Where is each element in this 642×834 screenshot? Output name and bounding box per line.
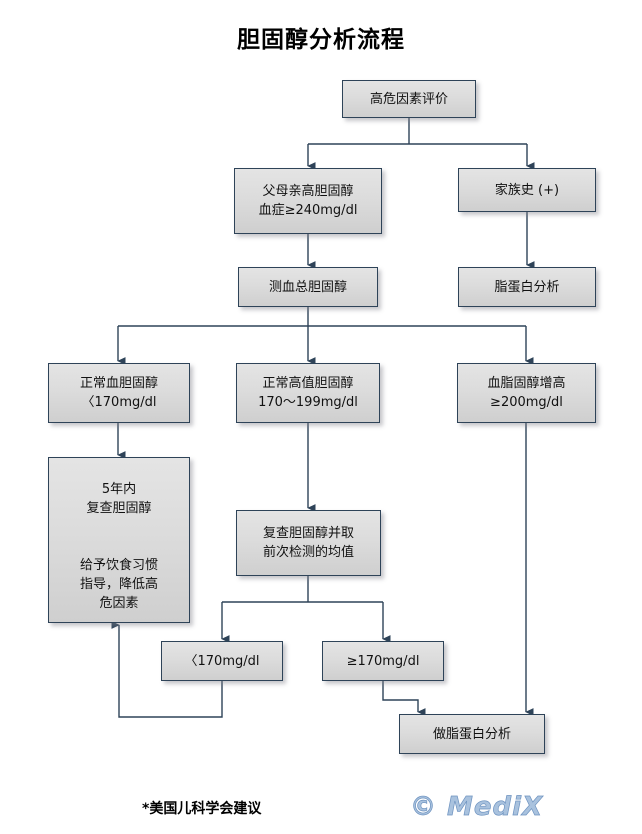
node-family-history-positive[interactable]: 家族史 (+) [458,168,596,212]
page-title: 胆固醇分析流程 [237,27,405,53]
edge-ge170-to-lipo2 [382,681,426,716]
node-result-at-or-above-170[interactable]: ≥170mg/dl [322,641,444,681]
node-perform-lipoprotein-analysis[interactable]: 做脂蛋白分析 [399,714,545,754]
node-risk-assessment[interactable]: 高危因素评价 [342,80,476,118]
node-high-cholesterol[interactable]: 血脂固醇增高 ≥200mg/dl [457,363,596,423]
node-parental-hypercholesterolemia[interactable]: 父母亲高胆固醇 血症≥240mg/dl [234,168,382,234]
node-result-below-170[interactable]: 〈170mg/dl [161,641,283,681]
node-lipoprotein-analysis-primary[interactable]: 脂蛋白分析 [458,267,596,307]
node-recheck-and-average[interactable]: 复查胆固醇并取 前次检测的均值 [236,510,381,576]
medix-logo: © MediX [410,792,544,823]
node-recheck-in-5-years[interactable]: 5年内 复查胆固醇 给予饮食习惯 指导，降低高 危因素 [48,457,190,623]
node-borderline-cholesterol[interactable]: 正常高值胆固醇 170～199mg/dl [236,363,380,423]
node-normal-cholesterol[interactable]: 正常血胆固醇 〈170mg/dl [48,363,190,423]
footnote-text: *美国儿科学会建议 [142,801,262,817]
node-measure-total-cholesterol[interactable]: 测血总胆固醇 [238,267,378,307]
